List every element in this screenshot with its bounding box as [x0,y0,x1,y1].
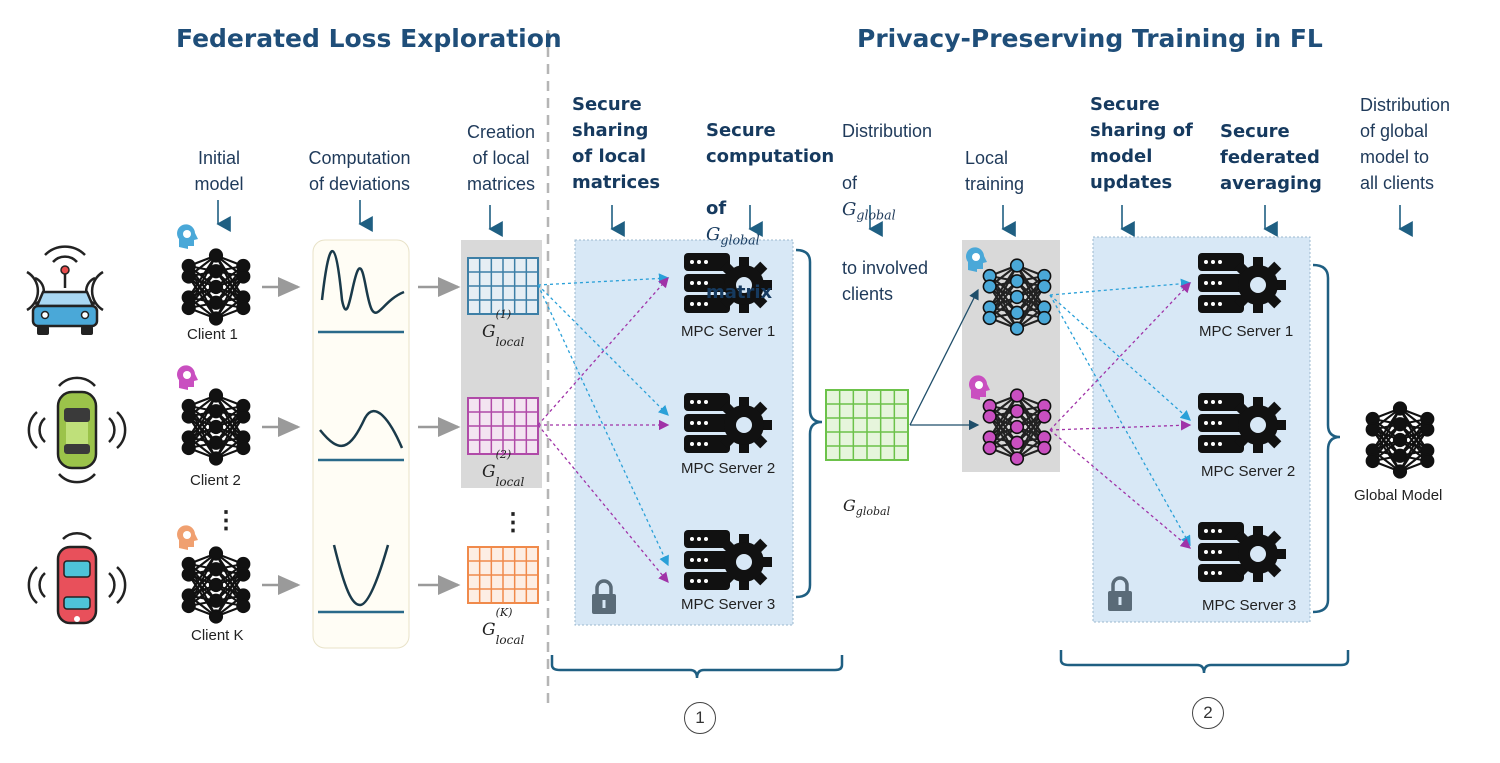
neural-network-icon [181,546,251,624]
brace-bottom-2 [1059,650,1350,674]
math-g-global-label: Gglobal [843,496,891,519]
car-antenna-icon [26,245,104,335]
share-arrows-2 [1049,278,1192,549]
neural-network-icon [982,388,1052,466]
math-g-local-1: G(1)local [482,308,525,350]
stage-arrows [216,200,1413,237]
math-g-global-1: Gglobal [706,224,760,248]
label-distribution-of: of [842,173,858,193]
label-distribution-global: Distribution of Gglobal to involved clie… [842,92,962,307]
label-secure-computation-line1: Secure computation [706,120,835,167]
label-distribution-line1: Distribution [842,121,933,141]
label-computation-deviations: Computation of deviations [308,148,411,194]
flow-arrows-gray [262,277,461,595]
brace-right-1 [795,248,823,599]
label-secure-computation: Secure computation of Gglobal matrix [706,92,846,306]
brace-right-2 [1312,263,1341,614]
global-model-label: Global Model [1354,487,1443,504]
global-matrix [825,389,909,461]
server-gear-icon [684,393,772,453]
server-gear-icon [1198,393,1286,453]
server-label-2b: MPC Server 2 [1201,463,1296,480]
server-label-1b: MPC Server 1 [1199,323,1294,340]
head-idea-icon [177,365,198,390]
label-secure-computation-of: of [706,198,727,219]
label-local-training: Local training [965,148,1025,194]
server-gear-icon [1198,253,1286,313]
step-1-badge: 1 [684,702,716,734]
math-g-local-k: G(K)local [482,606,525,648]
neural-network-icon [1365,401,1435,479]
head-idea-icon [177,525,198,550]
label-creation-local-matrices: Creation of local matrices [466,122,536,194]
step-2-badge: 2 [1192,697,1224,729]
client-label-1: Client 1 [187,326,238,343]
math-g-global-2: Gglobal [842,199,896,223]
label-distribution-global-model: Distribution of global model to all clie… [1360,95,1451,193]
heading-privacy-preserving-training: Privacy-Preserving Training in FL [857,24,1323,53]
lock-icon [1108,576,1132,611]
deviations-panel [312,239,410,649]
share-arrows-1 [537,273,670,584]
server-label-1a: MPC Server 1 [681,323,776,340]
car-top-view-icon [27,376,127,484]
distribution-arrows [909,288,980,431]
head-idea-icon [969,375,990,400]
head-idea-icon [177,224,198,249]
server-gear-icon [684,530,772,590]
server-label-3b: MPC Server 3 [1202,597,1297,614]
head-idea-icon [966,247,987,272]
client-label-2: Client 2 [190,472,241,489]
neural-network-icon [982,258,1052,336]
neural-network-icon [181,388,251,466]
server-gear-icon [684,253,772,313]
label-secure-computation-matrix: matrix [706,281,773,303]
lock-icon [592,579,616,614]
neural-network-icon [181,248,251,326]
math-g-local-2: G(2)local [482,448,525,490]
ellipsis-clients: ⋮ [214,505,238,534]
local-matrix-2 [467,397,539,455]
local-matrix-k [467,546,539,604]
ellipsis-matrices: ⋮ [501,507,525,536]
server-gear-icon [1198,522,1286,582]
heading-federated-loss-exploration: Federated Loss Exploration [176,24,562,53]
server-label-3a: MPC Server 3 [681,596,776,613]
deviation-curve [318,250,405,614]
server-label-2a: MPC Server 2 [681,460,776,477]
brace-bottom-1 [550,655,844,679]
label-distribution-rest: to involved clients [842,257,929,304]
car-top-view-icon [27,532,127,625]
label-secure-sharing-local: Secure sharing of local matrices [572,94,661,193]
label-secure-sharing-updates: Secure sharing of model updates [1090,94,1193,193]
client-label-k: Client K [191,627,244,644]
label-initial-model: Initial model [194,148,244,194]
label-secure-fed-avg: Secure federated averaging [1220,121,1322,194]
local-matrix-1 [467,257,539,315]
